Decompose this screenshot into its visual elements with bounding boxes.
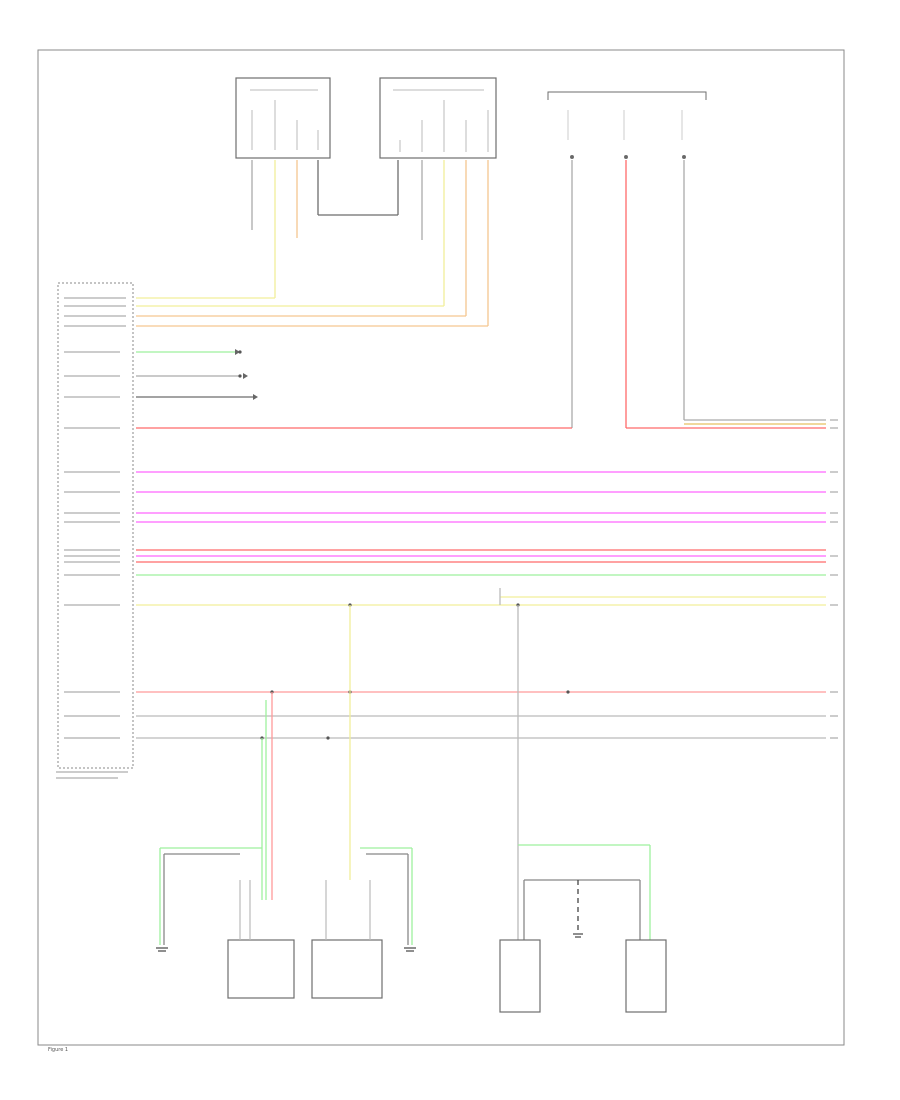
splice-points (238, 350, 570, 740)
left-rear-stop-lamp (499, 939, 541, 1013)
left-front-turn-lamp (227, 880, 295, 999)
body-control-module (57, 282, 134, 769)
top-module-wires (251, 160, 489, 326)
top-right-module (379, 77, 497, 159)
bcm-wires (136, 297, 826, 739)
right-edge-connectors (830, 419, 838, 739)
bcm-pin-labels (56, 297, 128, 779)
wire-arrows (235, 349, 258, 400)
right-front-turn-lamp (311, 880, 383, 999)
lamp-drop-wires (159, 605, 651, 945)
left-rear-backup-lamp (625, 939, 667, 1013)
page-marker: Figure 1 (48, 1047, 69, 1053)
top-left-module (235, 77, 331, 159)
fuse-block (547, 91, 707, 159)
diagram-frame (37, 49, 845, 1046)
ground-symbols (156, 933, 583, 952)
power-feed-wires (571, 160, 826, 429)
